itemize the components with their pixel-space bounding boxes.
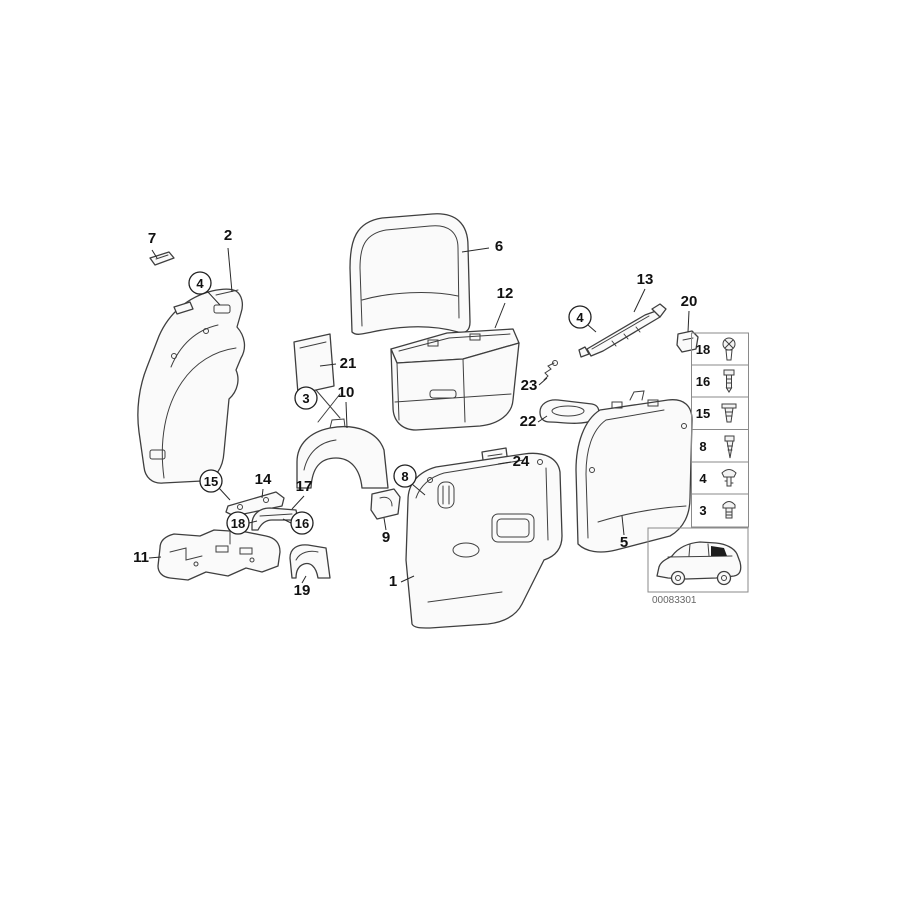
car-locator-thumbnail (647, 527, 749, 593)
clip-nut-icon (721, 469, 737, 487)
legend-number-3: 3 (699, 503, 706, 518)
callout-circled-18-label: 18 (231, 516, 245, 531)
car-outline (656, 541, 742, 586)
callout-2: 2 (224, 227, 232, 244)
callout-circled-3: 3 (294, 386, 318, 410)
callout-11: 11 (133, 549, 149, 566)
callout-circled-4-b: 4 (568, 305, 592, 329)
legend-row-3: 3 (699, 501, 736, 519)
callout-circled-4-b-label: 4 (576, 310, 584, 325)
callout-23: 23 (521, 377, 538, 394)
callout-circled-8: 8 (393, 464, 417, 488)
callout-circled-8-label: 8 (401, 469, 408, 484)
part-19-cover (289, 544, 331, 579)
callout-14: 14 (255, 471, 272, 488)
part-6-seat-back-trim (349, 213, 471, 335)
legend-number-8: 8 (699, 439, 706, 454)
callout-1: 1 (389, 573, 397, 590)
legend-number-18: 18 (696, 342, 710, 357)
legend-row-18: 18 (696, 337, 736, 361)
rivet-icon (722, 501, 736, 519)
part-7-clip (149, 251, 175, 266)
callout-circled-15-label: 15 (204, 474, 218, 489)
circled-callouts: 4 3 4 8 15 18 16 (188, 271, 592, 535)
callout-20: 20 (681, 293, 698, 310)
part-10-arch-cover (296, 418, 389, 489)
torx-screw-icon (722, 337, 736, 361)
part-23-spring (543, 360, 558, 381)
expansion-rivet-icon (721, 403, 737, 423)
part-12-storage-bin (390, 328, 520, 431)
small-screw-icon (724, 435, 735, 459)
callout-13: 13 (637, 271, 654, 288)
callout-labels: 7 2 6 12 13 20 21 10 23 22 24 14 17 9 11… (133, 227, 697, 599)
legend-number-16: 16 (696, 374, 710, 389)
callout-6: 6 (495, 238, 503, 255)
callout-22: 22 (520, 413, 537, 430)
image-code: 00083301 (652, 595, 697, 606)
callout-9: 9 (382, 529, 390, 546)
legend-row-8: 8 (699, 435, 735, 459)
fastener-legend: 18 16 15 (691, 332, 749, 528)
part-14-bracket (225, 491, 285, 517)
callout-circled-15: 15 (199, 469, 223, 493)
legend-row-4: 4 (699, 469, 737, 487)
part-5-quarter-panel (575, 390, 693, 553)
callout-19: 19 (294, 582, 311, 599)
part-2-side-trim-panel (137, 288, 246, 484)
callout-24: 24 (513, 453, 530, 470)
legend-row-16: 16 (696, 369, 735, 393)
callout-circled-16: 16 (290, 511, 314, 535)
part-9-clip (370, 488, 401, 520)
callout-10: 10 (338, 384, 355, 401)
highlighted-area (711, 546, 727, 556)
legend-row-15: 15 (696, 403, 737, 423)
legend-number-15: 15 (696, 406, 710, 421)
callout-17: 17 (296, 478, 313, 495)
cylinder-screw-icon (723, 369, 735, 393)
part-1-lower-trim-panel (405, 452, 563, 629)
legend-number-4: 4 (699, 471, 707, 486)
callout-circled-16-label: 16 (295, 516, 309, 531)
callout-circled-4-a-label: 4 (196, 276, 204, 291)
callout-circled-18: 18 (226, 511, 250, 535)
callout-21: 21 (340, 355, 357, 372)
callout-5: 5 (620, 534, 628, 551)
part-13-mounting-rail (578, 303, 667, 358)
part-21-trim-pad (293, 333, 335, 395)
part-11-bracket-assembly (157, 529, 281, 581)
leader-lines (148, 247, 690, 584)
callout-circled-3-label: 3 (302, 391, 309, 406)
pointer-cross-lines (315, 389, 341, 423)
callout-12: 12 (497, 285, 514, 302)
callout-7: 7 (148, 230, 156, 247)
callout-circled-4-a: 4 (188, 271, 212, 295)
